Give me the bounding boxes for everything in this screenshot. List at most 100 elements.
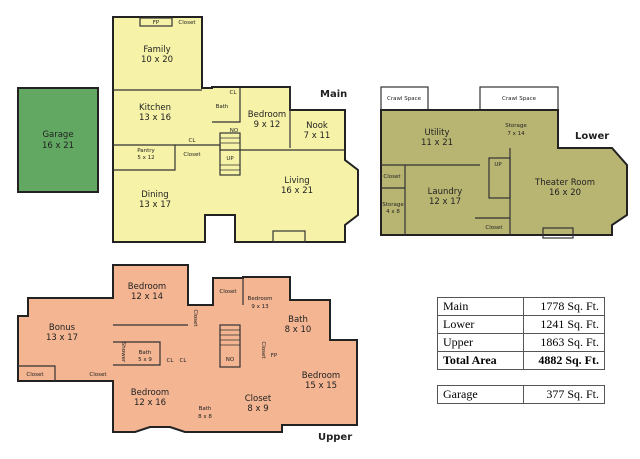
svg-text:4 x 8: 4 x 8 [386,209,400,215]
garage-size: 16 x 21 [42,141,74,151]
svg-text:Storage: Storage [505,123,527,129]
up-tag: UP [226,156,234,162]
svg-text:Theater Room: Theater Room [534,178,595,188]
closet-tag: Closet [192,309,198,327]
row-value: 1778 Sq. Ft. [523,297,605,316]
svg-text:Nook: Nook [306,121,328,131]
svg-text:15 x 15: 15 x 15 [305,381,337,391]
row-value: 4882 Sq. Ft. [523,351,605,370]
svg-text:Bedroom: Bedroom [248,110,286,120]
no-tag: NO [226,357,235,363]
fireplace [139,17,173,27]
svg-text:Utility: Utility [424,128,449,138]
fireplace-hearth [542,227,574,239]
svg-text:13 x 17: 13 x 17 [139,200,171,210]
row-value: 377 Sq. Ft. [523,385,605,404]
no-tag: NO [230,128,239,134]
upper-floor-outline [17,264,358,433]
svg-text:5 x 12: 5 x 12 [137,155,154,161]
svg-text:12 x 17: 12 x 17 [429,197,461,207]
cl-tag: CL [230,90,238,96]
svg-text:9 x 13: 9 x 13 [251,304,269,310]
svg-text:5 x 9: 5 x 9 [138,357,152,363]
svg-text:Kitchen: Kitchen [139,103,171,113]
svg-text:11 x 21: 11 x 21 [421,138,453,148]
svg-text:Bedroom: Bedroom [302,371,340,381]
row-label: Garage [437,385,524,404]
svg-text:Bonus: Bonus [49,323,76,333]
cl-tag: CL [167,358,175,364]
lower-floor-title: Lower [575,131,609,142]
main-floor-outline [112,16,359,243]
up-tag: UP [494,162,502,168]
row-label: Main [437,297,524,316]
main-floor-title: Main [320,89,347,100]
svg-text:Bedroom: Bedroom [128,282,166,292]
svg-text:Bedroom: Bedroom [248,296,273,302]
closet-tag: Closet [219,289,237,295]
row-label: Total Area [437,351,524,370]
closet-tag: Closet [178,20,196,26]
closet-tag: Closet [26,372,44,378]
upper-floor-title: Upper [318,432,352,443]
svg-text:Storage: Storage [382,202,404,208]
bath-wall [212,87,241,123]
closet-tag: Closet [89,372,107,378]
fp-tag: FP [271,353,278,359]
svg-text:Dining: Dining [141,190,168,200]
cl-tag: CL [189,138,197,144]
closet-tag: Closet [383,174,401,180]
svg-text:Laundry: Laundry [428,187,463,197]
svg-text:7 x 11: 7 x 11 [304,131,331,141]
row-value: 1863 Sq. Ft. [523,333,605,352]
lower-floor-outline [380,109,628,236]
garage-label: Garage [42,130,73,140]
row-label: Upper [437,333,524,352]
closet-tag: Closet [485,225,503,231]
garage-room [17,87,99,193]
svg-text:12 x 14: 12 x 14 [131,292,163,302]
pantry-wall [113,144,176,171]
cl-tag: CL [180,358,188,364]
svg-text:Bath: Bath [139,350,152,356]
row-value: 1241 Sq. Ft. [523,315,605,334]
svg-text:Bath: Bath [288,315,308,325]
fp-tag: FP [153,20,160,26]
svg-text:13 x 17: 13 x 17 [46,333,78,343]
bath-wall [113,341,161,366]
closet-tag: Closet [260,341,266,359]
svg-text:9 x 12: 9 x 12 [254,120,281,130]
shower-tag: Shower [120,342,126,363]
fireplace-hearth [272,230,306,243]
stairs [488,157,511,199]
closet-tag: Closet [183,152,201,158]
wall [18,365,56,381]
svg-text:Bath: Bath [216,104,229,110]
svg-text:16 x 20: 16 x 20 [549,188,581,198]
row-label: Lower [437,315,524,334]
svg-text:Closet: Closet [245,394,272,404]
svg-text:7 x 14: 7 x 14 [507,131,525,137]
svg-text:10 x 20: 10 x 20 [141,55,173,65]
svg-text:12 x 16: 12 x 16 [134,398,166,408]
stairs [219,324,241,368]
svg-text:Pantry: Pantry [137,148,155,154]
svg-text:8 x 8: 8 x 8 [198,414,212,420]
svg-text:8 x 9: 8 x 9 [247,404,268,414]
svg-text:Family: Family [143,45,170,55]
stairs [219,132,241,176]
svg-text:8 x 10: 8 x 10 [285,325,312,335]
crawl-space-label: Crawl Space [502,96,537,102]
svg-text:Bedroom: Bedroom [131,388,169,398]
